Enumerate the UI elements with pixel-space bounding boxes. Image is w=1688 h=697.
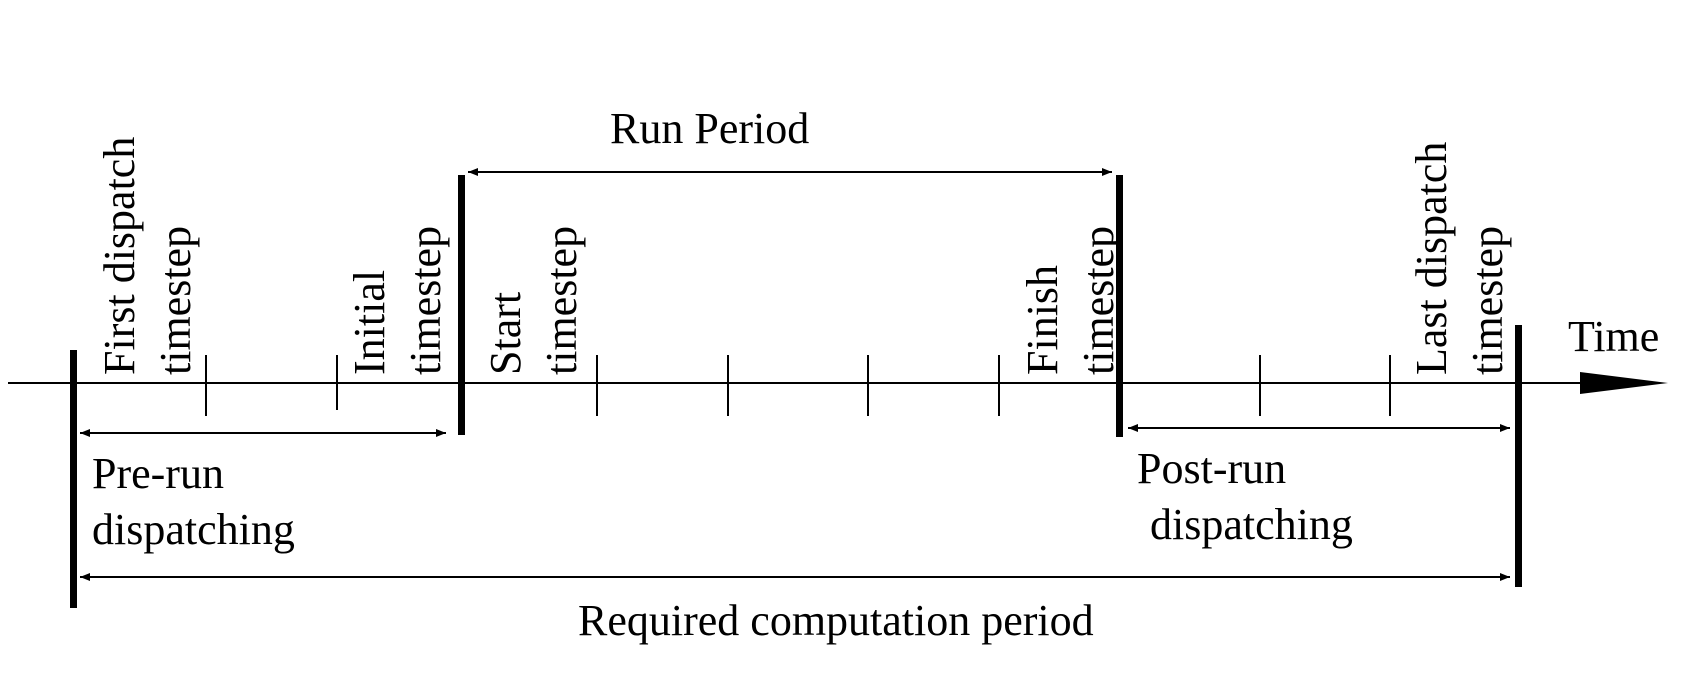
time-axis-label: Time <box>1568 312 1659 361</box>
last-dispatch-line-2: timestep <box>1463 226 1512 375</box>
pre-run-line-2: dispatching <box>92 505 295 554</box>
post-run-line-1: Post-run <box>1137 444 1286 493</box>
first-dispatch-line-2: timestep <box>151 226 200 375</box>
required-period-label: Required computation period <box>578 596 1094 645</box>
finish-line-2: timestep <box>1074 226 1123 375</box>
start-line-2: timestep <box>537 226 586 375</box>
post-run-label: Post-run dispatching <box>1137 444 1353 549</box>
first-dispatch-bar <box>70 350 77 608</box>
first-dispatch-line-1: First dispatch <box>95 137 144 375</box>
pre-run-label: Pre-run dispatching <box>92 449 295 554</box>
last-dispatch-bar <box>1515 325 1522 587</box>
run-period-label: Run Period <box>610 104 809 153</box>
initial-line-1: Initial <box>345 270 394 375</box>
post-run-line-2: dispatching <box>1150 500 1353 549</box>
last-dispatch-label: Last dispatch timestep <box>1407 131 1512 375</box>
pre-run-line-1: Pre-run <box>92 449 224 498</box>
start-timestep-label: Start timestep <box>481 226 586 375</box>
finish-line-1: Finish <box>1018 265 1067 375</box>
last-dispatch-line-1: Last dispatch <box>1407 142 1456 375</box>
start-line-1: Start <box>481 292 530 375</box>
time-axis-arrowhead <box>1580 372 1668 394</box>
initial-timestep-label: Initial timestep <box>345 226 450 375</box>
initial-timestep-bar <box>458 175 465 435</box>
initial-line-2: timestep <box>401 226 450 375</box>
finish-timestep-label: Finish timestep <box>1018 226 1123 375</box>
finish-timestep-bar <box>1116 175 1123 437</box>
first-dispatch-label: First dispatch timestep <box>95 126 200 375</box>
